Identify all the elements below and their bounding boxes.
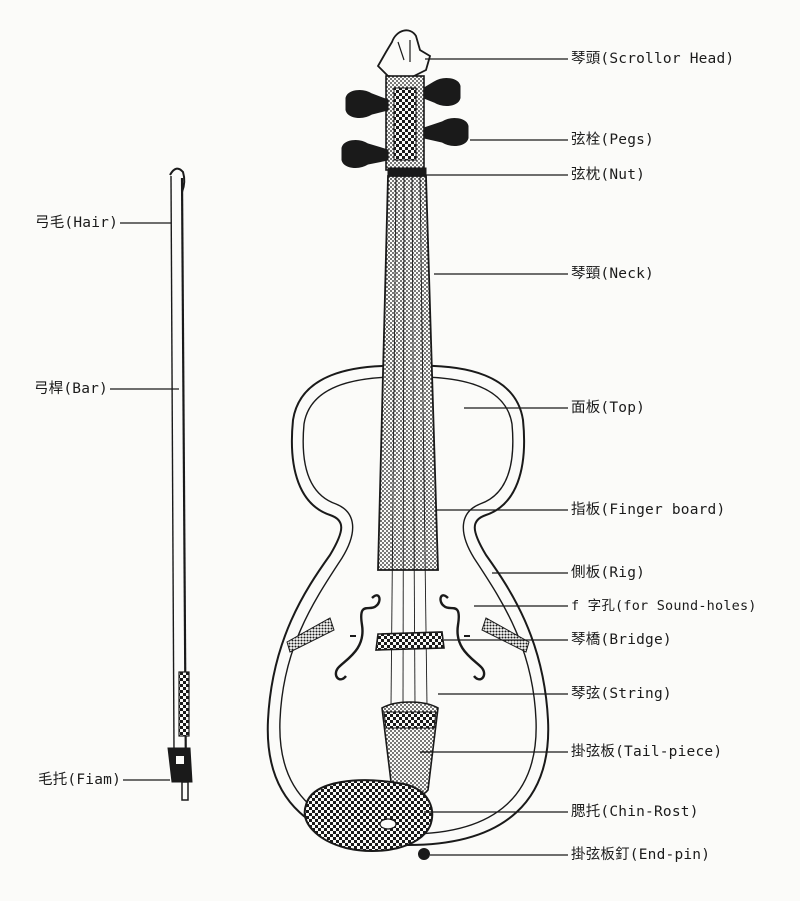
leader-lines-right	[420, 58, 568, 856]
peg-right-2	[423, 118, 469, 146]
label-finger-board: 指板(Finger board)	[571, 502, 726, 518]
label-neck: 琴頸(Neck)	[571, 266, 654, 282]
label-f-holes: f 字孔(for Sound-holes)	[571, 598, 757, 614]
label-bridge: 琴橋(Bridge)	[571, 632, 672, 648]
label-scroll-head: 琴頭(Scrollor Head)	[571, 51, 735, 67]
label-end-pin: 掛弦板釘(End-pin)	[571, 847, 711, 863]
peg-left-1	[345, 90, 389, 118]
chin-rest-hole	[379, 818, 397, 830]
bow-frog	[167, 747, 193, 783]
bow-tip	[169, 167, 186, 193]
f-hole-left	[334, 594, 381, 681]
label-top: 面板(Top)	[571, 400, 646, 416]
label-chin-rest: 腮托(Chin-Rost)	[571, 804, 699, 820]
peg-right-1	[423, 78, 461, 106]
nut	[387, 167, 427, 177]
fingerboard	[377, 175, 439, 571]
bow-screw	[181, 781, 189, 801]
tailpiece-top	[383, 711, 437, 729]
label-hair: 弓毛(Hair)	[35, 215, 118, 231]
chin-rest	[303, 779, 434, 852]
label-string: 琴弦(String)	[571, 686, 672, 702]
bridge	[375, 631, 445, 651]
end-pin	[418, 848, 430, 860]
pegs-right	[423, 78, 469, 146]
pegs-left	[341, 90, 389, 168]
label-rig: 側板(Rig)	[571, 565, 646, 581]
label-bar: 弓桿(Bar)	[33, 381, 108, 397]
label-pegs: 弦栓(Pegs)	[571, 132, 654, 148]
frog-eye	[176, 756, 184, 764]
scroll	[376, 29, 432, 79]
scroll-and-pegbox	[341, 29, 469, 177]
peg-left-2	[341, 140, 389, 168]
corner-right	[481, 617, 530, 653]
bow	[167, 167, 193, 801]
pegbox-opening	[393, 87, 417, 161]
corner-left	[286, 617, 335, 653]
f-hole-right	[439, 594, 486, 681]
bow-grip	[178, 671, 190, 737]
scroll-detail	[397, 40, 411, 62]
label-frog: 毛托(Fiam)	[38, 772, 121, 788]
label-nut: 弦枕(Nut)	[571, 167, 646, 183]
strings	[390, 175, 428, 707]
bow-hair	[170, 175, 175, 753]
label-tail-piece: 掛弦板(Tail-piece)	[571, 744, 723, 760]
leader-lines-left	[110, 222, 179, 781]
